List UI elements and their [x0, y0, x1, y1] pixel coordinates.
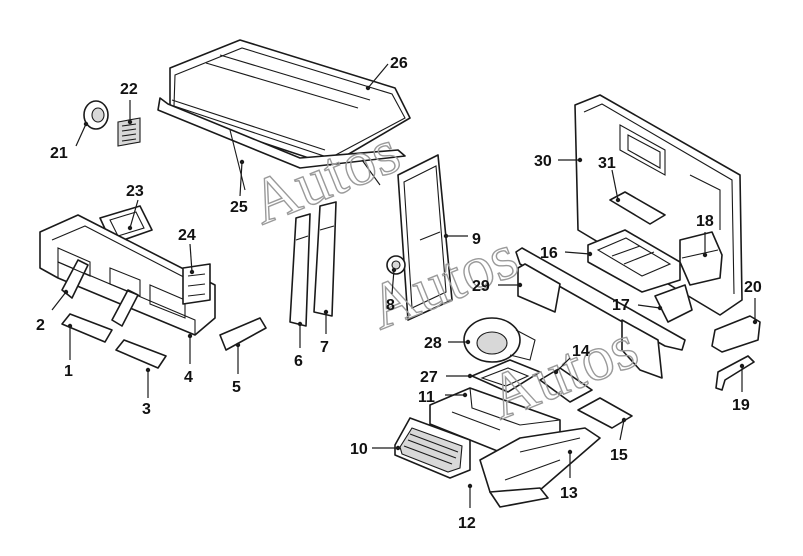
- leader-lines: [51, 63, 756, 508]
- part-29-sill: [515, 247, 686, 379]
- callout-29: 29: [472, 278, 490, 295]
- callout-4: 4: [184, 369, 193, 386]
- part-3-pad: [115, 339, 167, 369]
- part-25-roof-frame: [157, 97, 406, 191]
- callout-6: 6: [294, 353, 303, 370]
- callout-24: 24: [178, 227, 196, 244]
- callout-3: 3: [142, 401, 151, 418]
- callout-13: 13: [560, 485, 578, 502]
- part-19-bracket: [715, 355, 755, 391]
- part-21-knob: [83, 100, 109, 130]
- part-16-tray: [587, 229, 681, 293]
- part-27-console: [471, 359, 541, 393]
- callout-18: 18: [696, 213, 714, 230]
- callout-2: 2: [36, 317, 45, 334]
- part-7-pillar-trim: [313, 201, 337, 317]
- callout-30: 30: [534, 153, 552, 170]
- part-2-dashboard: [39, 214, 216, 336]
- callout-16: 16: [540, 245, 558, 262]
- part-28-blower: [463, 317, 536, 363]
- callout-1: 1: [64, 363, 73, 380]
- part-10-step: [394, 417, 471, 479]
- callout-31: 31: [598, 155, 616, 172]
- callout-27: 27: [420, 369, 438, 386]
- callout-5: 5: [232, 379, 241, 396]
- callout-8: 8: [386, 297, 395, 314]
- part-14-mat: [539, 367, 593, 403]
- callout-21: 21: [50, 145, 68, 162]
- part-24-panel: [182, 263, 211, 305]
- callout-17: 17: [612, 297, 630, 314]
- part-22-grille: [117, 117, 141, 147]
- callout-20: 20: [744, 279, 762, 296]
- part-6-pillar-trim: [289, 213, 311, 327]
- callout-labels: 1 2 3 4 5 6 7 8 9 10 11 12 13 14 15 16 1…: [36, 55, 762, 532]
- callout-19: 19: [732, 397, 750, 414]
- callout-25: 25: [230, 199, 248, 216]
- callout-14: 14: [572, 343, 590, 360]
- callout-28: 28: [424, 335, 442, 352]
- part-31-inner-panel: [609, 191, 666, 225]
- part-20-end-cap: [711, 315, 761, 353]
- callout-11: 11: [418, 389, 435, 406]
- callout-23: 23: [126, 183, 144, 200]
- part-5-pad: [219, 317, 267, 351]
- part-18-box: [679, 231, 723, 286]
- part-15-mat: [577, 397, 633, 429]
- callout-12: 12: [458, 515, 476, 532]
- callout-22: 22: [120, 81, 138, 98]
- part-9-door-panel: [397, 154, 453, 321]
- part-17-cover: [654, 284, 693, 323]
- part-8-disc: [386, 255, 406, 275]
- callout-26: 26: [390, 55, 408, 72]
- part-1-pad: [61, 313, 113, 343]
- leader-dots: [63, 85, 758, 489]
- callout-7: 7: [320, 339, 329, 356]
- part-26-roof-panel: [169, 39, 411, 166]
- callout-10: 10: [350, 441, 368, 458]
- callout-15: 15: [610, 447, 628, 464]
- callout-9: 9: [472, 231, 481, 248]
